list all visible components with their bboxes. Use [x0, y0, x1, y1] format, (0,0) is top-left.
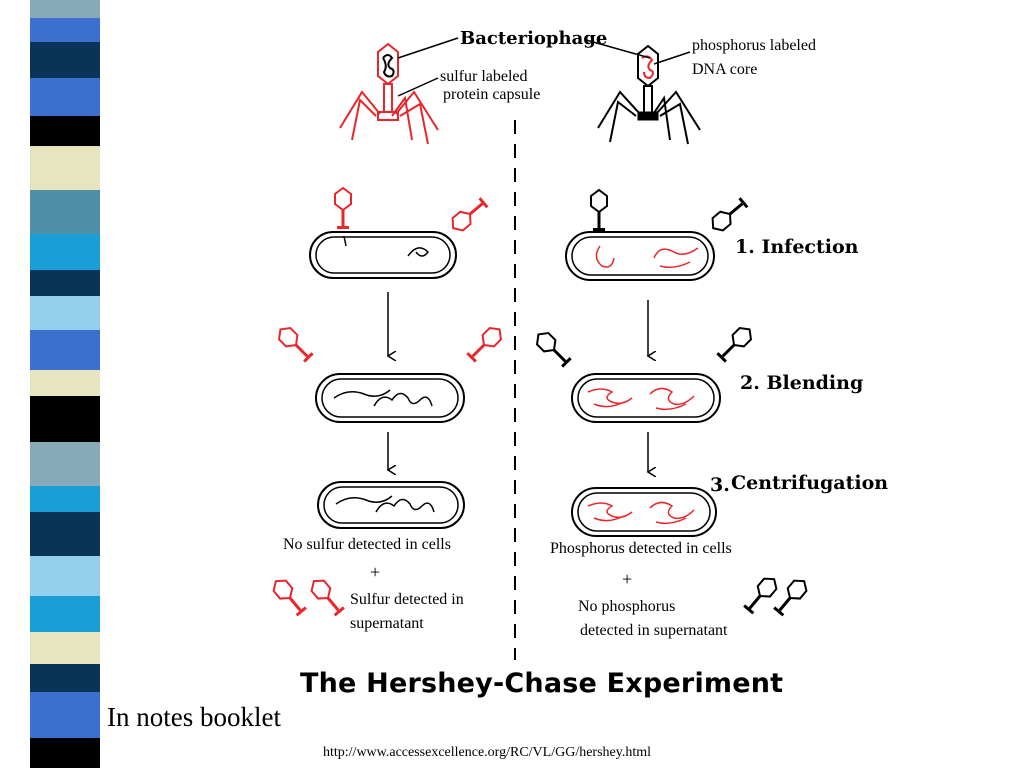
diagram-title: The Hershey-Chase Experiment: [300, 668, 784, 699]
left-cell-infection: [309, 186, 492, 279]
no-sulfur-label: No sulfur detected in cells: [283, 536, 451, 553]
source-url[interactable]: http://www.accessexcellence.org/RC/VL/GG…: [323, 745, 652, 760]
sulfur-labeled-label: sulfur labeled: [440, 68, 528, 85]
dna-core-label: DNA core: [692, 61, 758, 78]
left-supernatant-phages: [268, 574, 348, 620]
plus-right: +: [622, 569, 633, 589]
sulfur-detected-label: Sulfur detected in: [350, 591, 464, 608]
right-cell-centrifugation: [571, 487, 717, 537]
left-cell-centrifugation: [317, 481, 465, 529]
supernatant-left-label: supernatant: [350, 615, 424, 632]
bacteriophage-label: Bacteriophage: [460, 28, 608, 49]
phosphorus-labeled-label: phosphorus labeled: [692, 37, 816, 54]
step-infection-label: 1. Infection: [735, 236, 859, 258]
decorative-stripe-bar: [30, 0, 100, 768]
phosphorus-cells-label: Phosphorus detected in cells: [550, 540, 732, 557]
right-cell-infection: [565, 188, 752, 281]
right-cell-blending: [531, 322, 757, 423]
right-supernatant-phages: [740, 572, 812, 620]
step-blending-label: 2. Blending: [740, 372, 864, 394]
step-centrifugation-number: 3.: [710, 474, 730, 496]
no-phosphorus-label: No phosphorus: [578, 598, 676, 615]
phosphorus-labeled-phage: [597, 44, 701, 145]
left-cell-blending: [273, 322, 507, 423]
detected-supernatant-label: detected in supernatant: [580, 622, 728, 639]
plus-left: +: [370, 562, 381, 582]
protein-capsule-label: protein capsule: [443, 86, 541, 103]
notes-caption: In notes booklet: [107, 702, 281, 732]
step-centrifugation-label: Centrifugation: [731, 472, 889, 494]
sulfur-labeled-phage: [339, 42, 439, 145]
